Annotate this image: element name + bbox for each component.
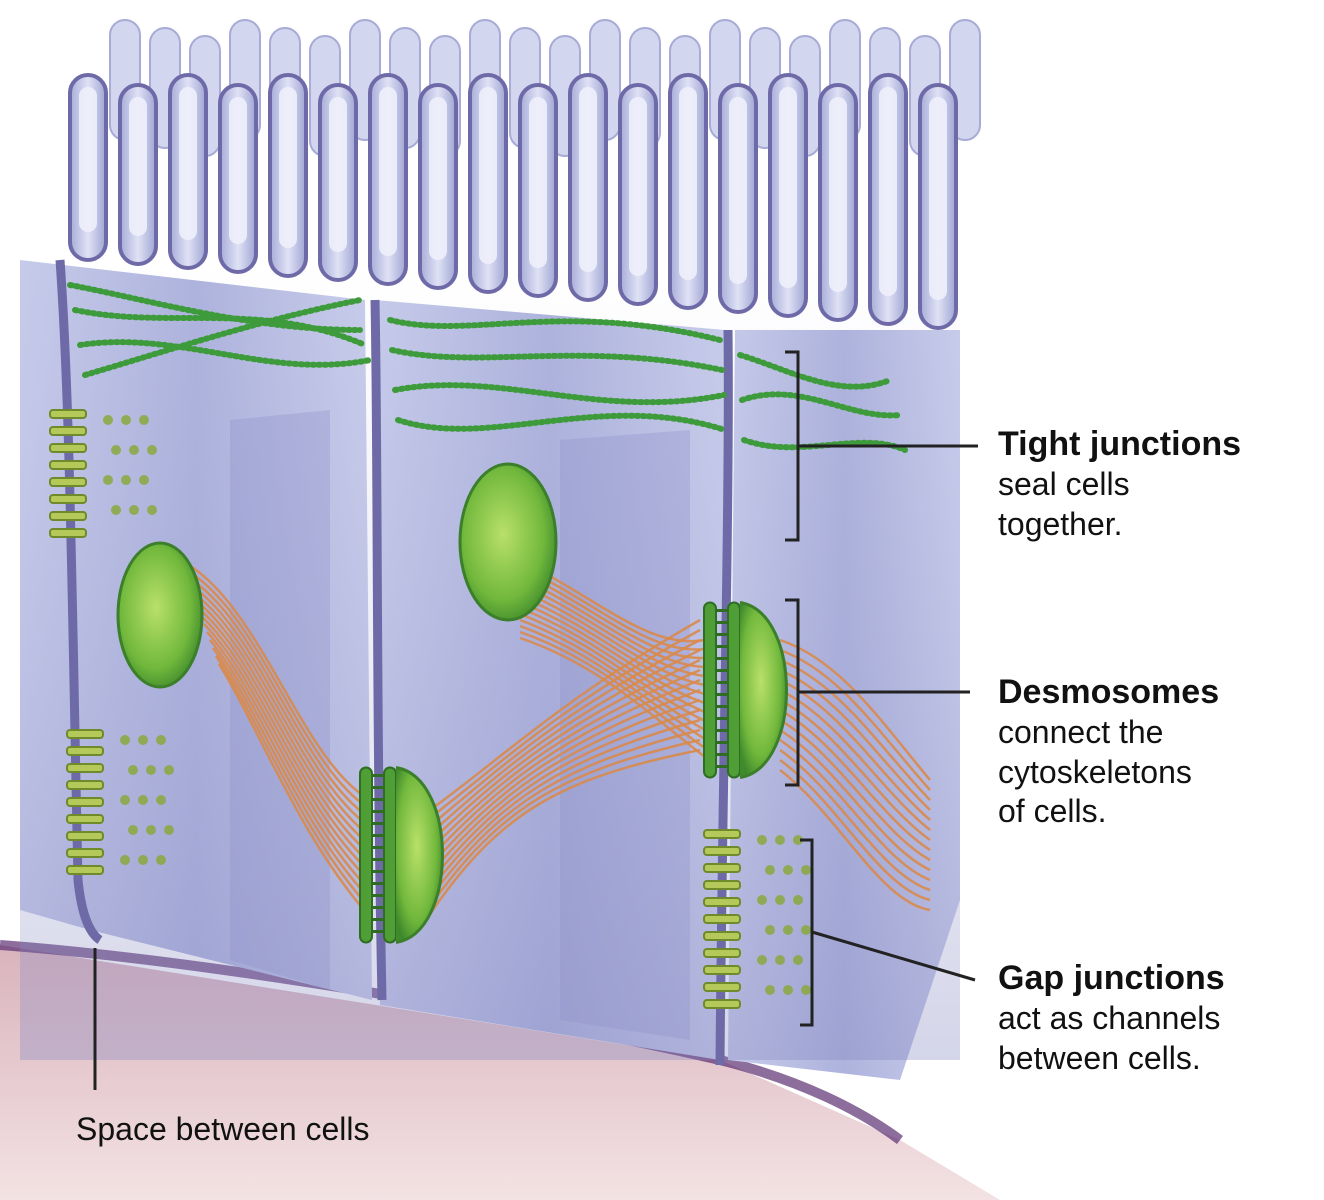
gap-junction [49,409,157,538]
gap-junctions-desc-2: between cells. [998,1039,1201,1076]
filament [779,658,931,801]
filament [779,758,931,902]
gap-junctions [49,409,811,1009]
filament [779,728,931,872]
filament [519,600,706,705]
filament [519,594,706,696]
tight-junction-strand [82,297,363,378]
microvilli [68,19,981,330]
filament [779,708,931,852]
desmosome [703,601,788,779]
desmosomes-desc-3: of cells. [998,792,1107,829]
tight-junction-strand [737,352,893,390]
filament [194,599,371,846]
filament [779,748,931,892]
tight-junction-strand [395,412,728,433]
gap-junction [66,729,174,875]
membrane-middle [370,299,387,1001]
filament [779,648,931,791]
filament [203,623,371,873]
filament [779,718,931,862]
tight-junctions-title: Tight junctions [998,425,1242,463]
tight-junction-strand [739,391,903,419]
filament [779,738,931,882]
bracket-gap [800,838,976,1027]
filament [428,738,701,907]
filament [188,582,371,829]
label-gap-junctions: Gap junctions act as channels between ce… [998,958,1324,1078]
label-desmosomes: Desmosomes connect the cytoskeletons of … [998,672,1324,831]
desmosomes-desc-2: cytoskeletons [998,753,1192,790]
filament [519,606,706,714]
filament [519,624,706,741]
filament [519,582,706,678]
tight-junctions-desc-2: together. [998,505,1123,542]
gap-junction [703,829,811,1009]
desmosomes [359,601,788,944]
filament [182,566,371,811]
filament [779,668,931,811]
filament [200,615,371,864]
filament [429,708,701,883]
gap-junctions-title: Gap junctions [998,959,1225,997]
gap-junctions-desc-1: act as channels [998,1000,1221,1037]
filament [428,748,701,915]
membrane-left [55,259,103,944]
filament [519,618,706,732]
tight-junctions-desc-1: seal cells [998,466,1130,503]
filament [779,688,931,831]
filament [429,688,701,867]
bracket-tight [785,350,978,542]
desmosomes-desc-1: connect the [998,714,1164,751]
filament [779,769,931,912]
filament [519,588,706,687]
filament [429,718,701,891]
tight-junction-strand [389,347,725,373]
filament [519,612,706,723]
filament [429,658,701,843]
filament [185,574,371,820]
filament [429,698,701,875]
filament [429,678,701,859]
desmosome [359,766,444,944]
filament [214,655,371,909]
filament [212,647,371,900]
filament [209,639,371,891]
filament [206,631,371,882]
filament [197,607,371,855]
label-space-between-cells: Space between cells [76,1111,370,1147]
filament [519,576,706,669]
desmosomes-title: Desmosomes [998,673,1220,711]
tight-junction-strand [72,307,368,348]
filament [519,630,706,750]
tight-junction-strand [387,317,723,343]
filament [179,558,371,802]
filament [779,638,931,781]
filament [217,663,371,918]
organelle-middle [458,462,558,622]
filament [191,590,371,838]
tight-junction-strand [77,339,373,368]
cytoskeleton-filaments [179,558,931,918]
bracket-desmosomes [785,598,970,787]
filament [519,636,706,758]
tight-junction-strand [392,382,727,406]
label-tight-junctions: Tight junctions seal cells together. [998,424,1324,544]
filament [779,698,931,842]
filament [429,628,701,819]
filament [428,728,701,899]
organelle-left [116,541,204,689]
